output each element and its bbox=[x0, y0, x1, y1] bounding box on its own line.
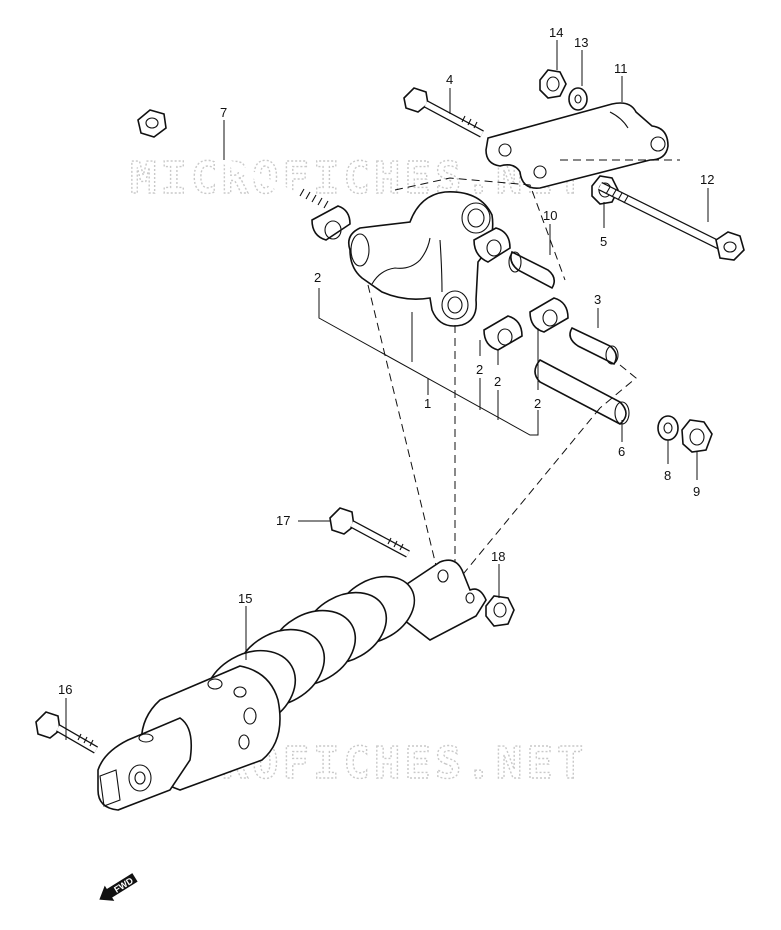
assembly-line-upper-3 bbox=[599, 364, 637, 409]
callout-2b: 2 bbox=[476, 362, 483, 377]
callout-16: 16 bbox=[58, 682, 72, 697]
part-15-shock-absorber bbox=[97, 559, 487, 811]
callout-13: 13 bbox=[574, 35, 588, 50]
part-18-nut bbox=[485, 595, 515, 627]
callout-numbers: 1 2 2 2 2 3 4 5 6 7 8 9 10 11 12 13 14 1… bbox=[58, 25, 714, 697]
callout-8: 8 bbox=[664, 468, 671, 483]
callout-18: 18 bbox=[491, 549, 505, 564]
callout-2c: 2 bbox=[494, 374, 501, 389]
assembly-line-shock-1 bbox=[367, 284, 441, 583]
callout-14: 14 bbox=[549, 25, 563, 40]
callout-15: 15 bbox=[238, 591, 252, 606]
part-9-nut bbox=[681, 419, 713, 453]
callout-10: 10 bbox=[543, 208, 557, 223]
part-12-bolt bbox=[598, 181, 745, 261]
leader-lines bbox=[65, 40, 709, 740]
callout-4: 4 bbox=[446, 72, 453, 87]
assembly-line-upper-1 bbox=[394, 177, 566, 281]
callout-11: 11 bbox=[614, 61, 628, 76]
part-2-bearing-b bbox=[473, 227, 511, 263]
callout-17: 17 bbox=[276, 513, 290, 528]
callout-12: 12 bbox=[700, 172, 714, 187]
part-16-bolt bbox=[35, 711, 99, 754]
assembly-line-shock-3 bbox=[449, 407, 601, 591]
callout-5: 5 bbox=[600, 234, 607, 249]
part-4-bolt bbox=[403, 87, 484, 138]
part-14-nut bbox=[539, 69, 567, 99]
part-11-link bbox=[485, 102, 669, 189]
callout-2d: 2 bbox=[534, 396, 541, 411]
part-3-spacer bbox=[569, 326, 619, 366]
callout-7: 7 bbox=[220, 105, 227, 120]
part-2-bearing-a bbox=[311, 205, 351, 241]
callout-1: 1 bbox=[424, 396, 431, 411]
part-7-bolt bbox=[137, 109, 332, 215]
fwd-arrow-icon: FWD bbox=[99, 873, 138, 901]
part-2-bearing-d bbox=[529, 297, 569, 333]
callout-2a: 2 bbox=[314, 270, 321, 285]
part-6-shaft bbox=[534, 358, 630, 425]
part-2-bearing-c bbox=[483, 315, 523, 351]
part-8-washer bbox=[657, 415, 679, 441]
part-13-washer bbox=[568, 87, 588, 111]
callout-9: 9 bbox=[693, 484, 700, 499]
callout-6: 6 bbox=[618, 444, 625, 459]
part-17-bolt bbox=[329, 507, 410, 558]
part-1-cushion-lever bbox=[347, 191, 494, 327]
part-10-spacer bbox=[508, 250, 556, 290]
callout-3: 3 bbox=[594, 292, 601, 307]
